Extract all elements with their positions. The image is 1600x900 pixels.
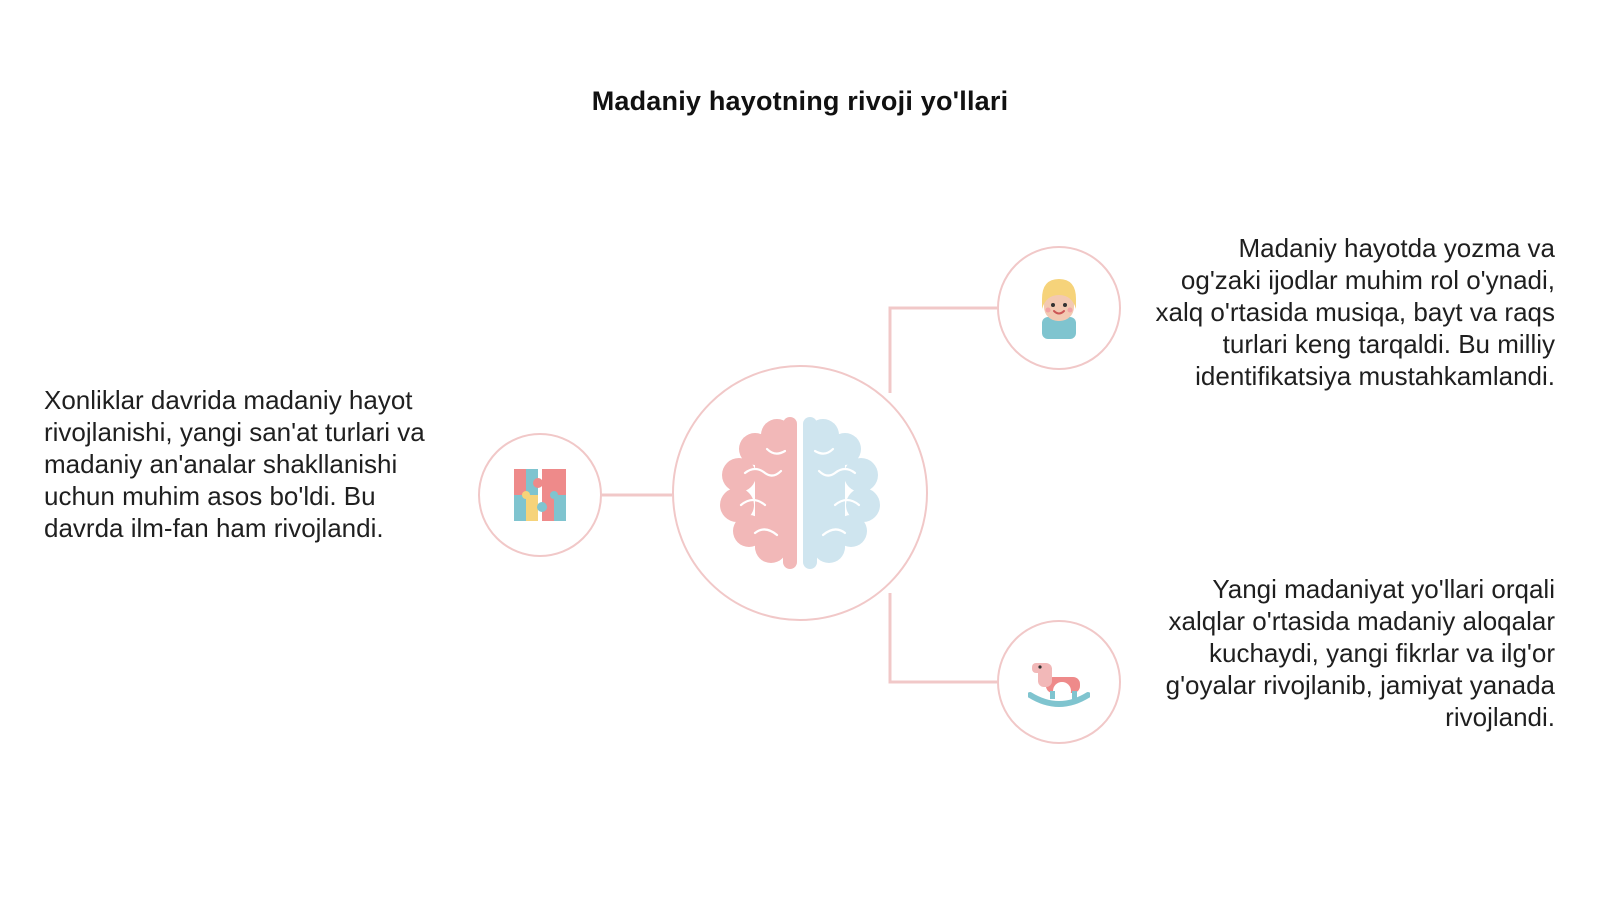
brain-icon [720, 417, 880, 569]
rocking-horse-icon [1028, 663, 1090, 707]
node-top-text: Madaniy hayotda yozma va og'zaki ijodlar… [1155, 233, 1556, 391]
node-top-circle [997, 246, 1121, 370]
node-left-circle [478, 433, 602, 557]
node-bottom-text: Yangi madaniyat yo'llari orqali xalqlar … [1165, 574, 1555, 732]
node-bottom-circle [997, 620, 1121, 744]
child-face-icon [1042, 279, 1076, 339]
diagram-title: Madaniy hayotning rivoji yo'llari [591, 86, 1009, 116]
connector-bottom [888, 593, 997, 684]
puzzle-icon [514, 469, 566, 521]
connector-top [888, 306, 997, 393]
node-left-text: Xonliklar davrida madaniy hayot rivojlan… [44, 385, 425, 543]
center-circle [672, 365, 928, 621]
